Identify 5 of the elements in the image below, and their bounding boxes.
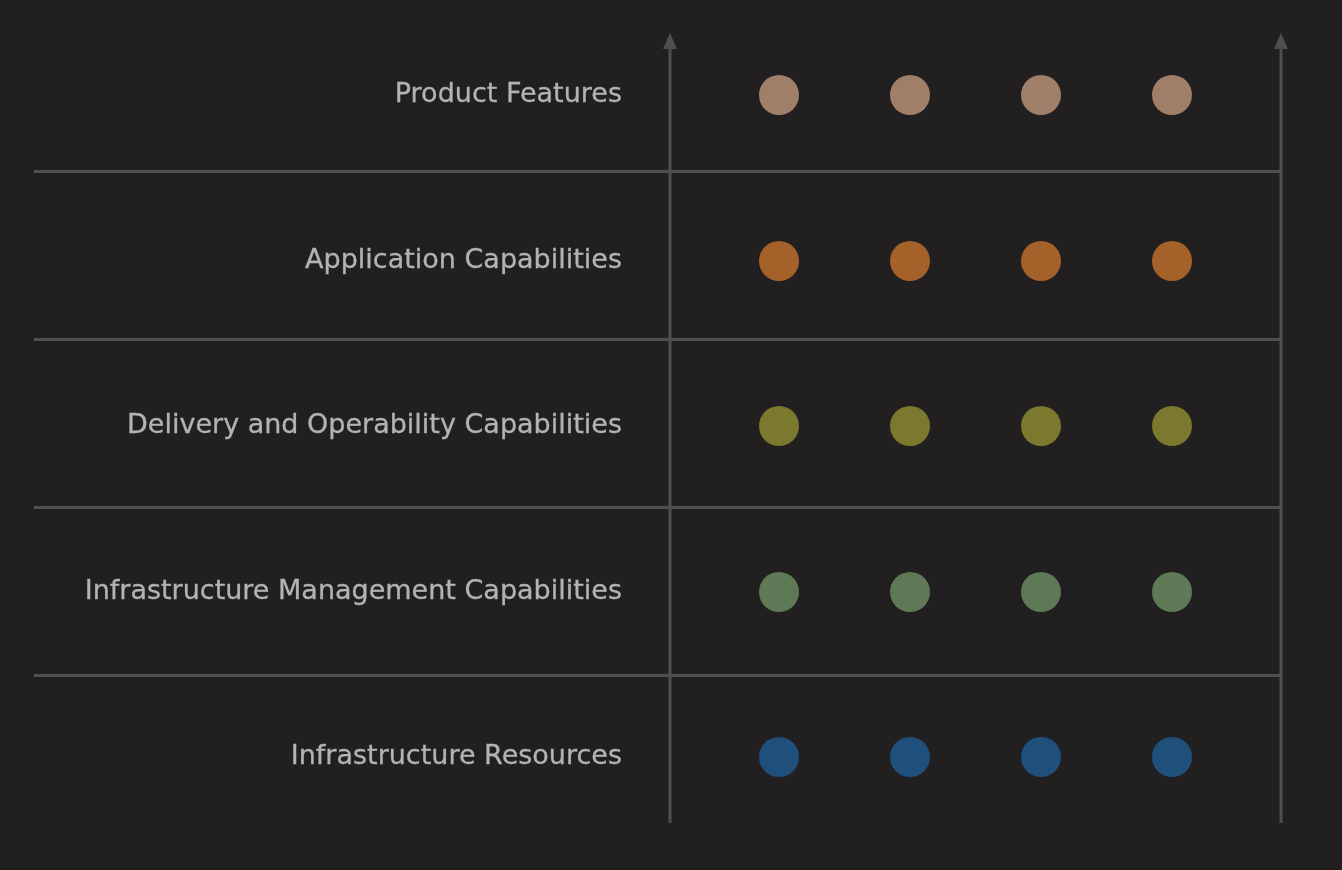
layer-label: Infrastructure Management Capabilities xyxy=(84,573,622,607)
layer-label: Delivery and Operability Capabilities xyxy=(127,407,622,441)
layer-label: Infrastructure Resources xyxy=(290,738,622,772)
layer-label: Application Capabilities xyxy=(305,242,622,276)
layer-label: Product Features xyxy=(394,76,622,110)
